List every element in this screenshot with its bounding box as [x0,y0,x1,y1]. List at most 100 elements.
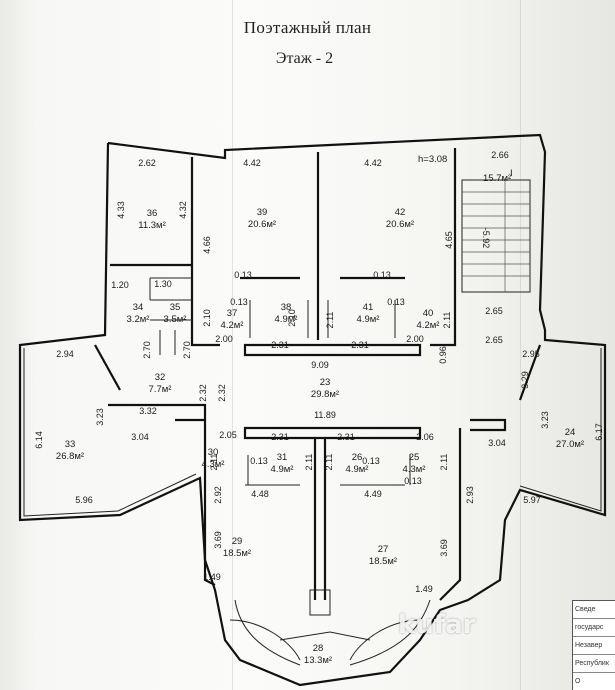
room-number: 23 [320,377,331,388]
dimension-label: 0.13 [234,270,252,280]
room-number: 42 [395,207,406,218]
room-area: 4.9м² [275,314,298,325]
dimension-label: 0.13 [230,297,248,307]
room-number: 37 [227,308,238,319]
partition-wall [94,344,121,391]
dimension-label: 3.23 [95,408,105,426]
dimension-label: 2.10 [202,309,212,327]
wall-inner-line [519,348,602,512]
dimension-label: 0.13 [387,297,405,307]
stamp-line: государс [573,619,615,637]
dimension-label: 1.49 [203,572,221,582]
room-number: 26 [352,452,363,463]
dimension-label: 2.31 [351,340,369,350]
room-number: 32 [155,372,166,383]
dimension-label: 2.93 [465,486,475,504]
dimension-label: 4.42 [243,158,261,168]
watermark: kufar [398,610,476,640]
dimension-label: 4.65 [444,231,454,249]
room-area: 27.0м² [556,439,584,450]
dimension-label: 3.69 [213,531,223,549]
partition-line [159,330,176,355]
dimension-label: 9.09 [311,360,329,370]
dimension-label: 5.97 [523,495,541,505]
floor-label: Этаж - 2 [275,50,334,67]
dimension-label: 2.11 [209,454,219,471]
partition-wall [470,418,507,432]
dimension-label: 2.11 [325,312,335,329]
room-area: 18.5м² [369,556,397,567]
room-number: 34 [133,302,144,313]
partition-wall [518,344,542,401]
room-number: 30 [208,447,219,458]
room-area: 3.5м² [164,314,187,325]
dimension-label: 2.32 [198,384,208,402]
room-area: 4.2м² [417,320,440,331]
room-number: 27 [378,544,389,555]
staircase-label: I [510,168,513,179]
dimension-label: 0.13 [404,476,422,486]
dimension-label: 2.92 [213,486,223,504]
partition-wall [430,148,457,347]
dimension-label: 2.05 [219,430,237,440]
partition-wall [108,403,207,422]
dimension-label: 3.32 [139,406,157,416]
height-label: h=3.08 [418,154,447,165]
stamp-line: Сведе [573,601,615,619]
room-area: 4.9м² [357,314,380,325]
dimension-label: 2.62 [138,158,156,168]
room-number: 36 [147,208,158,219]
partition-line [249,300,396,338]
dimension-label: 4.48 [251,489,269,499]
room-number: 33 [65,439,76,450]
partition-wall [439,428,462,601]
room-area: 20.6м² [248,219,276,230]
dimension-label: 6.17 [594,423,604,441]
dimension-label: 2.65 [485,306,503,316]
dimension-label: 2.65 [485,335,503,345]
dimension-label: 0.13 [362,456,380,466]
dimension-label: 4.32 [178,201,188,219]
title-stamp: СведегосударсНезаверРеспубликОЛитер - А [572,600,615,690]
dimension-label: 6.14 [34,431,44,449]
room-area: 11.3м² [138,220,165,231]
dimension-label: 4.42 [364,158,382,168]
room-area: 18.5м² [223,548,251,559]
room-area: 29.8м² [311,389,339,400]
dimension-label: 2.00 [215,334,233,344]
curved-wall [349,599,431,666]
dimension-label: 2.10 [287,309,297,327]
curved-wall [229,619,421,661]
dimension-label: 2.11 [442,312,452,329]
room-number: 41 [363,302,374,313]
dimension-label: 2.31 [271,432,289,442]
curved-wall [234,599,301,666]
room-area: 3.2м² [127,314,150,325]
dimension-label: 3.04 [488,438,506,448]
dimension-label: 11.89 [314,410,336,420]
dimension-label: 1.30 [154,279,172,289]
dimension-label: 2.70 [142,341,152,359]
staircase [461,179,531,293]
dimension-label: 3.29 [520,371,530,389]
partition-line [149,277,192,321]
room-area: 13.3м² [304,655,332,666]
room-labels: 3611.3м²3920.6м²4220.6м²343.2м²353.5м²37… [56,207,584,666]
corridor-wall [243,426,422,440]
paper-fold [232,0,233,690]
dimension-label: 2.70 [182,341,192,359]
room-area: 26.8м² [56,451,84,462]
wall-inner-line [23,348,197,517]
dimension-label: 4.33 [116,201,126,219]
dimension-label: 3.69 [439,539,449,557]
dimension-label: 5.96 [75,495,93,505]
dimension-label: 2.95 [522,349,540,359]
dimension-label: 3.23 [540,411,550,429]
partition-wall [190,157,220,347]
room-number: 40 [423,308,434,319]
room-number: 28 [313,643,324,654]
dimension-label: 2.11 [304,454,314,471]
room-area: 4.9м² [271,464,294,475]
staircase-area: 15.7м² [483,173,511,184]
